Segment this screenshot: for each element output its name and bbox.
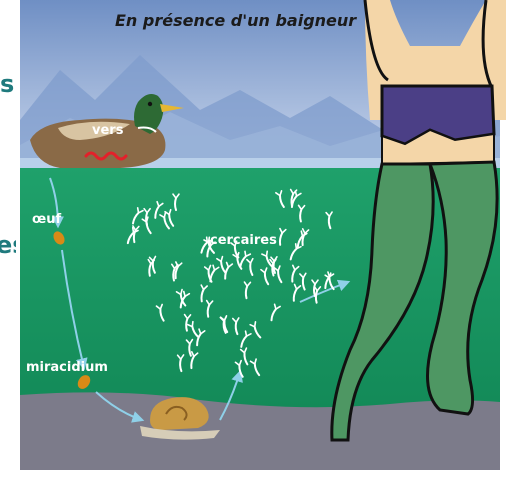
label-cercaires: cercaires <box>210 233 277 248</box>
label-miracidium: miracidium <box>26 360 108 375</box>
label-oeuf: œuf <box>32 212 61 227</box>
diagram-title: En présence d'un baigneur <box>115 11 357 30</box>
label-vers: vers <box>92 123 124 138</box>
